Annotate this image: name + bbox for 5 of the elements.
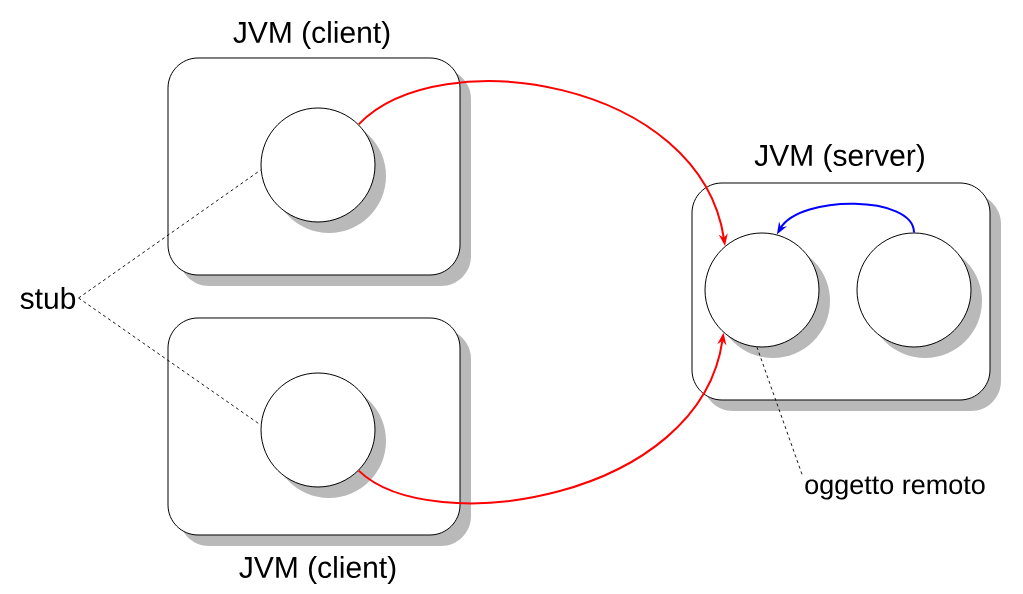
box-heading: JVM (client) [239, 556, 396, 584]
callout-text: stub [20, 287, 76, 309]
callout-text: oggetto remoto [805, 476, 985, 500]
box-heading: JVM (server) [754, 144, 924, 172]
box-heading: JVM (client) [233, 21, 390, 49]
